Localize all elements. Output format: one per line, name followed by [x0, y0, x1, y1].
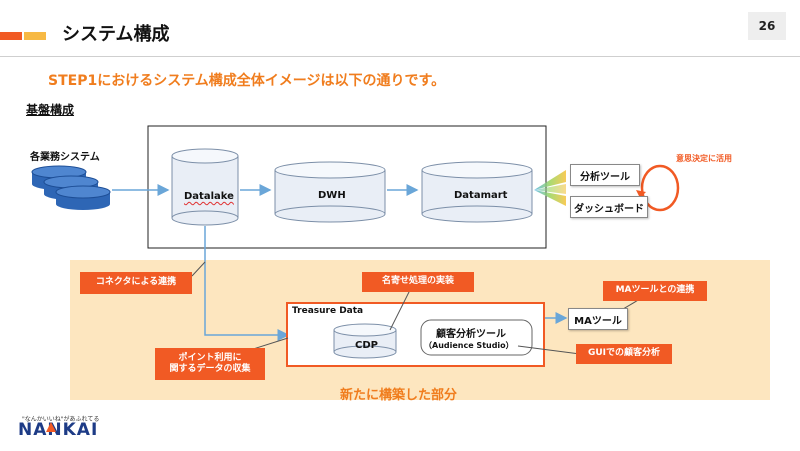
decision-label: 意思決定に活用	[676, 154, 732, 163]
customer-analysis-title: 顧客分析ツール	[436, 329, 506, 340]
point-data-callout: ポイント利用に 関するデータの収集	[155, 348, 265, 380]
header-divider	[0, 56, 800, 57]
decision-loop	[636, 164, 680, 212]
ma-tool-box: MAツール	[568, 308, 628, 330]
connector-callout: コネクタによる連携	[80, 272, 192, 294]
slide-subtitle: STEP1におけるシステム構成全体イメージは以下の通りです。	[48, 73, 446, 89]
sources-label: 各業務システム	[30, 152, 100, 163]
page-title: システム構成	[62, 24, 170, 45]
datamart-cylinder	[421, 161, 533, 223]
datalake-cylinder	[171, 148, 239, 226]
section-label: 基盤構成	[26, 103, 75, 117]
analysis-tool-box: 分析ツール	[570, 164, 640, 186]
logo-mark-icon	[46, 422, 56, 432]
dwh-cylinder	[274, 161, 386, 223]
logo-tagline: "なんかいいね"があふれてる	[22, 416, 100, 423]
cdp-label: CDP	[355, 340, 378, 351]
dashboard-box: ダッシュボード	[570, 196, 648, 218]
gui-analysis-callout: GUIでの顧客分析	[576, 344, 672, 364]
dwh-label: DWH	[318, 190, 346, 201]
datamart-label: Datamart	[454, 190, 508, 201]
customer-analysis-box	[420, 319, 533, 356]
output-fan	[534, 170, 566, 206]
dashboard-label: ダッシュボード	[574, 203, 644, 215]
accent-bar-red	[0, 32, 22, 40]
ma-tool-label: MAツール	[574, 315, 622, 327]
treasure-data-label: Treasure Data	[292, 306, 364, 316]
accent-bar-yellow	[24, 32, 46, 40]
ma-integration-callout: MAツールとの連携	[603, 281, 707, 301]
datalake-label: Datalake	[184, 191, 234, 202]
analysis-tool-label: 分析ツール	[580, 171, 630, 183]
page-number: 26	[748, 12, 786, 40]
company-logo: NANKAI	[18, 420, 99, 440]
new-section-caption: 新たに構築した部分	[340, 388, 458, 403]
name-matching-callout: 名寄せ処理の実装	[362, 272, 474, 292]
customer-analysis-sub: （Audience Studio）	[424, 341, 514, 350]
cdp-cylinder	[333, 323, 397, 359]
source-db-icons	[31, 165, 111, 210]
